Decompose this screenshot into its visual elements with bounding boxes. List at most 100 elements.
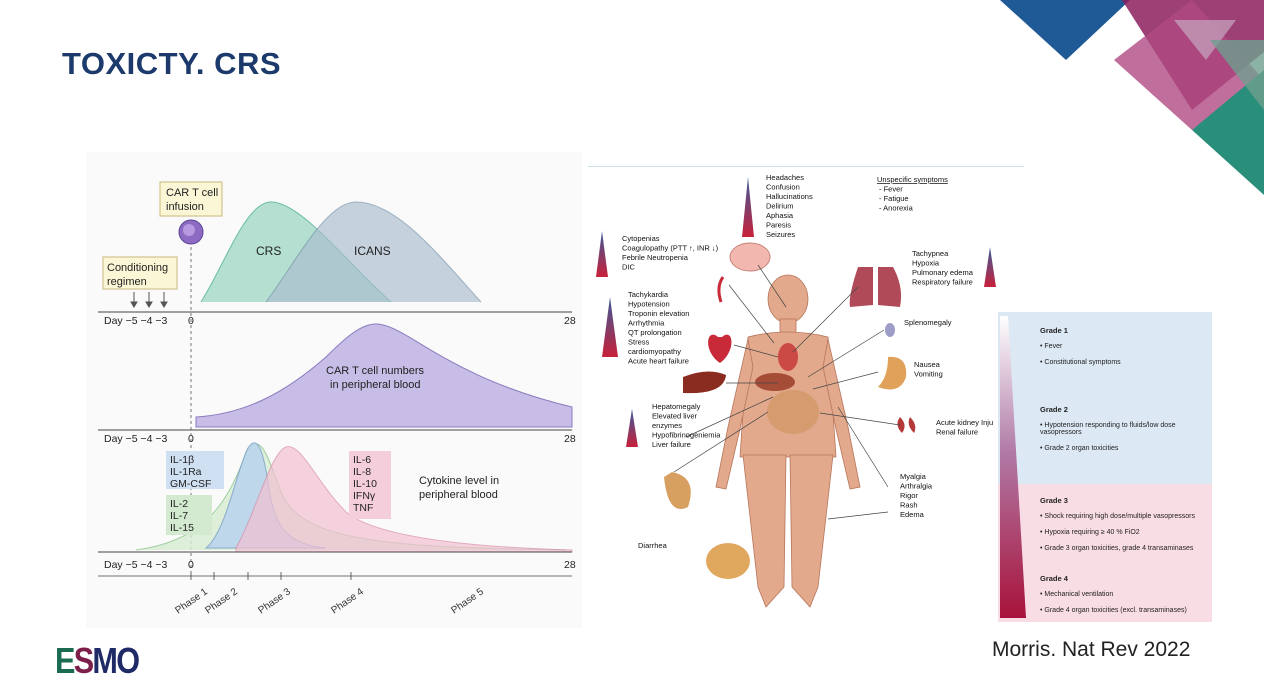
heart-icon [708, 334, 732, 363]
svg-text:Hypoxia: Hypoxia [912, 259, 940, 268]
svg-text:QT prolongation: QT prolongation [628, 328, 682, 337]
svg-text:TNF: TNF [353, 502, 373, 514]
day-axis-1: Day −5 −4 −3 [104, 315, 167, 327]
lungs-icon [849, 267, 902, 307]
svg-text:IL-15: IL-15 [170, 522, 194, 534]
crs-grading-table: Grade 1 Fever Constitutional symptoms Gr… [998, 312, 1212, 622]
kidney-icon [897, 417, 916, 433]
conditioning-label-1: Conditioning [107, 262, 168, 274]
liver-icon [683, 371, 726, 394]
day-axis-3: Day −5 −4 −3 [104, 559, 167, 571]
icans-label: ICANS [354, 244, 391, 258]
spleen-icon [885, 323, 895, 337]
grade-4-block: Grade 4 Mechanical ventilation Grade 4 o… [1040, 574, 1210, 623]
svg-text:Rigor: Rigor [900, 491, 918, 500]
svg-text:28: 28 [564, 559, 576, 571]
intestine-icon [664, 472, 691, 509]
svg-text:Delirium: Delirium [766, 202, 794, 211]
svg-text:Arthralgia: Arthralgia [900, 482, 933, 491]
svg-text:Diarrhea: Diarrhea [638, 541, 668, 550]
grade-1-2-background [998, 312, 1212, 484]
day-axis-2: Day −5 −4 −3 [104, 433, 167, 445]
svg-text:Tachypnea: Tachypnea [912, 249, 949, 258]
slide-title: TOXICTY. CRS [62, 46, 282, 81]
cytokine-label-2: peripheral blood [419, 489, 498, 501]
svg-text:IL-10: IL-10 [353, 478, 377, 490]
car-t-timeline-figure: CAR T cell infusion Conditioning regimen… [86, 152, 582, 628]
svg-text:Troponin elevation: Troponin elevation [628, 309, 689, 318]
svg-text:IL-1β: IL-1β [170, 454, 194, 466]
grade-3-4-background [998, 484, 1212, 622]
grade-1-block: Grade 1 Fever Constitutional symptoms [1040, 326, 1121, 375]
svg-text:Acute heart failure: Acute heart failure [628, 357, 689, 366]
phase-4: Phase 4 [329, 586, 366, 616]
svg-text:enzymes: enzymes [652, 421, 682, 430]
phase-3: Phase 3 [256, 586, 293, 616]
svg-text:Paresis: Paresis [766, 221, 791, 230]
svg-text:Coagulopathy (PTT ↑, INR ↓): Coagulopathy (PTT ↑, INR ↓) [622, 244, 719, 253]
decorative-triangles [1000, 0, 1264, 195]
svg-text:Elevated liver: Elevated liver [652, 412, 698, 421]
severity-triangle [1000, 316, 1026, 618]
svg-text:Hypotension: Hypotension [628, 300, 670, 309]
svg-text:IL-1Ra: IL-1Ra [170, 466, 202, 478]
svg-text:IFNγ: IFNγ [353, 490, 376, 502]
svg-text:IL-8: IL-8 [353, 466, 371, 478]
phase-2: Phase 2 [203, 586, 240, 616]
svg-text:Aphasia: Aphasia [766, 211, 794, 220]
svg-text:IL-2: IL-2 [170, 498, 188, 510]
svg-text:Acute kidney Inju: Acute kidney Inju [936, 418, 993, 427]
esmo-logo: ESMO [55, 640, 140, 681]
infusion-label-2: infusion [166, 201, 204, 213]
stomach-icon [878, 356, 907, 390]
svg-text:Hallucinations: Hallucinations [766, 192, 813, 201]
svg-text:GM-CSF: GM-CSF [170, 478, 211, 490]
svg-text:DIC: DIC [622, 263, 636, 272]
svg-text:0: 0 [188, 433, 194, 445]
cytokine-label-1: Cytokine level in [419, 475, 499, 487]
grade-2-block: Grade 2 Hypotension responding to fluids… [1040, 405, 1205, 461]
grade-3-block: Grade 3 Shock requiring high dose/multip… [1040, 496, 1210, 561]
svg-text:Unspecific symptoms: Unspecific symptoms [877, 175, 948, 184]
svg-text:Tachykardia: Tachykardia [628, 290, 669, 299]
svg-text:Stress: Stress [628, 338, 650, 347]
phase-1: Phase 1 [173, 586, 210, 616]
svg-text:Renal failure: Renal failure [936, 428, 978, 437]
crs-label: CRS [256, 244, 281, 258]
svg-text:Rash: Rash [900, 501, 918, 510]
phase-5: Phase 5 [449, 586, 486, 616]
svg-text:Confusion: Confusion [766, 183, 800, 192]
svg-text:Cytopenias: Cytopenias [622, 234, 660, 243]
organ-toxicity-figure: Headaches Confusion Hallucinations Delir… [588, 166, 1024, 621]
svg-text:Hepatomegaly: Hepatomegaly [652, 402, 701, 411]
svg-text:Seizures: Seizures [766, 230, 795, 239]
svg-text:IL-6: IL-6 [353, 454, 371, 466]
brain-icon [729, 242, 771, 272]
svg-text:Hypofibrinogeniemia: Hypofibrinogeniemia [652, 431, 721, 440]
svg-text:Edema: Edema [900, 510, 925, 519]
svg-text:cardiomyopathy: cardiomyopathy [628, 347, 681, 356]
svg-text:Vomiting: Vomiting [914, 370, 943, 379]
infusion-label-1: CAR T cell [166, 187, 218, 199]
svg-text:Liver failure: Liver failure [652, 440, 691, 449]
conditioning-label-2: regimen [107, 276, 147, 288]
svg-text:Respiratory failure: Respiratory failure [912, 278, 973, 287]
svg-text:28: 28 [564, 315, 576, 327]
svg-text:- Fatigue: - Fatigue [879, 194, 909, 203]
svg-text:Arrhythmia: Arrhythmia [628, 319, 665, 328]
svg-text:Febrile Neutropenia: Febrile Neutropenia [622, 253, 689, 262]
svg-text:Headaches: Headaches [766, 173, 804, 182]
colon-icon [706, 543, 750, 579]
svg-text:28: 28 [564, 433, 576, 445]
svg-text:- Fever: - Fever [879, 185, 903, 194]
svg-text:0: 0 [188, 559, 194, 571]
svg-text:Splenomegaly: Splenomegaly [904, 318, 952, 327]
svg-text:- Anorexia: - Anorexia [879, 204, 914, 213]
svg-text:IL-7: IL-7 [170, 510, 188, 522]
svg-text:0: 0 [188, 315, 194, 327]
svg-text:Pulmonary edema: Pulmonary edema [912, 268, 974, 277]
cart-numbers-label-2: in peripheral blood [330, 379, 421, 391]
citation: Morris. Nat Rev 2022 [992, 638, 1191, 661]
svg-text:Nausea: Nausea [914, 360, 941, 369]
svg-text:Myalgia: Myalgia [900, 472, 927, 481]
